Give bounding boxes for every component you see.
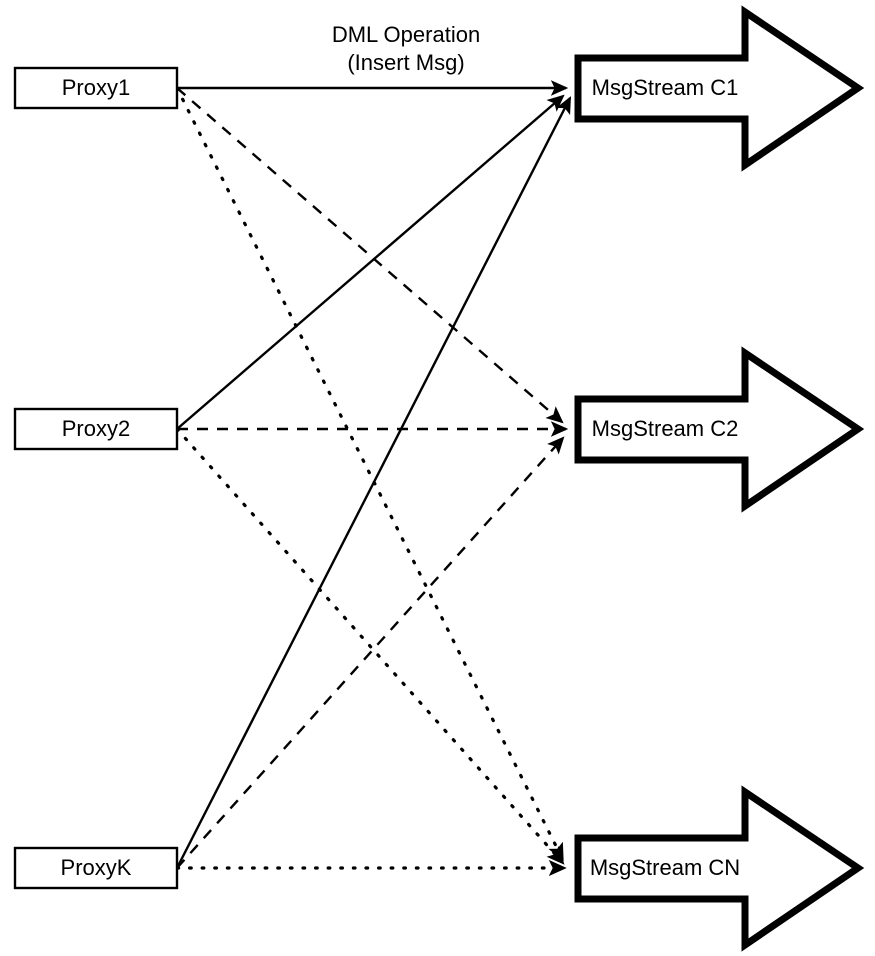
target-node-msgstream-c1[interactable]: MsgStream C1 xyxy=(574,5,865,172)
annotation-line-2: (Insert Msg) xyxy=(347,50,464,75)
msgstream-c2-label: MsgStream C2 xyxy=(592,416,739,441)
proxyk-box[interactable] xyxy=(13,846,179,890)
msgstream-cn-arrow-shape[interactable] xyxy=(574,785,865,952)
proxyk-label: ProxyK xyxy=(61,855,132,880)
connector-proxy2-to-msgstream-c1[interactable] xyxy=(176,94,565,430)
connector-proxy1-to-msgstream-c2[interactable] xyxy=(176,87,564,424)
proxy2-label: Proxy2 xyxy=(62,416,130,441)
proxy1-box[interactable] xyxy=(13,66,179,110)
connector-proxy1-to-msgstream-cn[interactable] xyxy=(175,86,564,862)
connector-proxyk-to-msgstream-c2[interactable] xyxy=(176,436,565,869)
msgstream-cn-label: MsgStream CN xyxy=(590,855,740,880)
msgstream-c2-arrow-shape[interactable] xyxy=(574,346,865,513)
connector-proxyk-to-msgstream-c1[interactable] xyxy=(175,96,572,869)
target-node-msgstream-c2[interactable]: MsgStream C2 xyxy=(574,346,865,513)
source-node-proxy2[interactable]: Proxy2 xyxy=(13,407,179,451)
msgstream-c1-arrow-shape[interactable] xyxy=(574,5,865,172)
dml-operation-annotation: DML Operation (Insert Msg) xyxy=(332,22,480,75)
annotation-line-1: DML Operation xyxy=(332,22,480,47)
msgstream-c1-label: MsgStream C1 xyxy=(592,75,739,100)
source-node-proxyk[interactable]: ProxyK xyxy=(13,846,179,890)
proxy2-box[interactable] xyxy=(13,407,179,451)
connector-layer xyxy=(175,80,572,877)
target-node-msgstream-cn[interactable]: MsgStream CN xyxy=(574,785,865,952)
source-node-proxy1[interactable]: Proxy1 xyxy=(13,66,179,110)
connector-proxy2-to-msgstream-cn[interactable] xyxy=(175,427,565,865)
proxy1-label: Proxy1 xyxy=(62,75,130,100)
